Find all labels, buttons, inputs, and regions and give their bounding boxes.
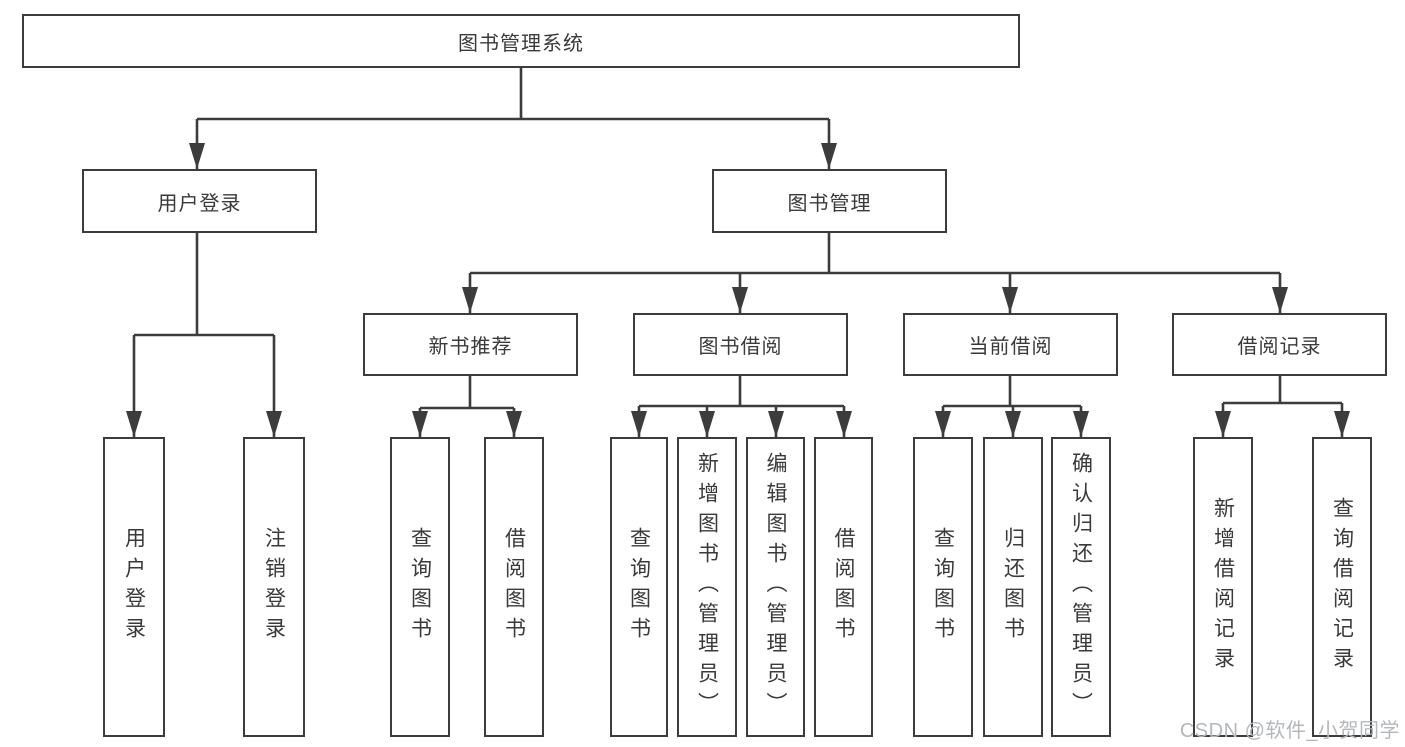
leaf-borrow-books-recommend-label: 借阅图书	[502, 527, 526, 647]
csdn-watermark: CSDN @软件_小贺同学	[1179, 720, 1400, 742]
leaf-edit-books-admin-label: 编辑图书（管理员）	[764, 452, 787, 722]
leaf-user-login: 用户登录	[103, 437, 165, 737]
leaf-return-books: 归还图书	[983, 437, 1043, 737]
leaf-user-login-label: 用户登录	[122, 527, 146, 647]
leaf-add-borrow-record: 新增借阅记录	[1193, 437, 1253, 737]
leaf-confirm-return-admin-label: 确认归还（管理员）	[1069, 452, 1093, 722]
leaf-edit-books-admin: 编辑图书（管理员）	[746, 437, 805, 737]
leaf-borrow-books: 借阅图书	[814, 437, 873, 737]
leaf-query-books-borrowing-label: 查询图书	[627, 527, 651, 647]
node-new-book-recommend: 新书推荐	[363, 313, 578, 376]
leaf-add-borrow-record-label: 新增借阅记录	[1211, 497, 1235, 677]
leaf-query-books-recommend: 查询图书	[390, 437, 450, 737]
leaf-add-books-admin-label: 新增图书（管理员）	[695, 452, 719, 722]
node-user-login: 用户登录	[82, 169, 317, 233]
leaf-confirm-return-admin: 确认归还（管理员）	[1051, 437, 1111, 737]
node-book-borrowing: 图书借阅	[633, 313, 848, 376]
leaf-query-borrow-record-label: 查询借阅记录	[1330, 497, 1354, 677]
leaf-borrow-books-label: 借阅图书	[832, 527, 855, 647]
leaf-logout: 注销登录	[243, 437, 305, 737]
leaf-query-books-current: 查询图书	[913, 437, 973, 737]
leaf-logout-label: 注销登录	[262, 527, 286, 647]
node-user-login-label: 用户登录	[157, 192, 242, 215]
leaf-borrow-books-recommend: 借阅图书	[484, 437, 544, 737]
node-borrow-records: 借阅记录	[1172, 313, 1387, 376]
leaf-query-books-current-label: 查询图书	[931, 527, 955, 647]
leaf-query-books-recommend-label: 查询图书	[408, 527, 432, 647]
node-root-label: 图书管理系统	[458, 32, 584, 55]
node-current-borrowing-label: 当前借阅	[968, 336, 1053, 358]
leaf-add-books-admin: 新增图书（管理员）	[677, 437, 737, 737]
node-root: 图书管理系统	[22, 14, 1020, 68]
node-new-book-recommend-label: 新书推荐	[428, 336, 513, 358]
leaf-query-books-borrowing: 查询图书	[610, 437, 668, 737]
leaf-query-borrow-record: 查询借阅记录	[1312, 437, 1372, 737]
node-book-borrowing-label: 图书借阅	[698, 336, 783, 358]
leaf-return-books-label: 归还图书	[1001, 527, 1025, 647]
node-current-borrowing: 当前借阅	[903, 313, 1118, 376]
node-borrow-records-label: 借阅记录	[1237, 336, 1322, 358]
node-book-management: 图书管理	[712, 169, 947, 233]
node-book-management-label: 图书管理	[787, 192, 872, 215]
